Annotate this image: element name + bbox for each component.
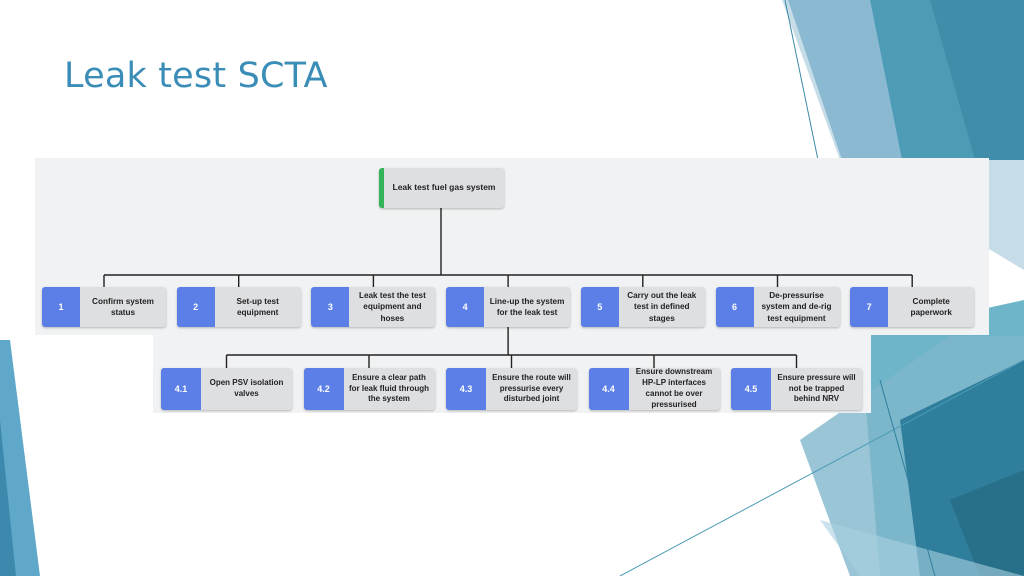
substep-number: 4.3	[446, 368, 486, 410]
step-label: De-pressurise system and de-rig test equ…	[761, 291, 832, 323]
step-label: Line-up the system for the leak test	[489, 296, 565, 317]
substep-label: Ensure pressure will not be trapped behi…	[777, 372, 856, 404]
step-number: 7	[850, 287, 889, 327]
step-number: 1	[42, 287, 80, 327]
step-label: Confirm system status	[92, 296, 154, 317]
substep-label: Ensure a clear path for leak fluid throu…	[349, 372, 429, 404]
step-node-1: 1 Confirm system status	[42, 287, 166, 327]
step-label: Complete paperwork	[910, 296, 952, 317]
substep-label: Ensure the route will pressurise every d…	[492, 372, 571, 404]
substep-label: Ensure downstream HP-LP interfaces canno…	[635, 368, 713, 409]
step-label: Set-up test equipment	[236, 296, 279, 317]
substep-number: 4.2	[303, 368, 344, 410]
root-node-label: Leak test fuel gas system	[392, 182, 496, 193]
substep-number: 4.1	[161, 368, 201, 410]
step-label: Carry out the leak test in defined stage…	[627, 291, 697, 323]
step-number: 5	[580, 287, 619, 327]
step-label: Leak test the test equipment and hoses	[358, 291, 426, 323]
substep-node-4-1: 4.1 Open PSV isolation valves	[161, 368, 292, 410]
step-number: 2	[176, 287, 215, 327]
substep-label: Open PSV isolation valves	[209, 378, 284, 398]
step-node-2: 2 Set-up test equipment	[176, 287, 301, 327]
step-number: 6	[715, 287, 754, 327]
step-node-7: 7 Complete paperwork	[850, 287, 975, 327]
substep-number: 4.5	[731, 368, 771, 410]
slide-title: Leak test SCTA	[64, 56, 328, 96]
root-node: Leak test fuel gas system	[379, 168, 504, 208]
step-number: 3	[311, 287, 350, 327]
substep-number: 4.4	[588, 368, 629, 410]
step-number: 4	[446, 287, 485, 327]
